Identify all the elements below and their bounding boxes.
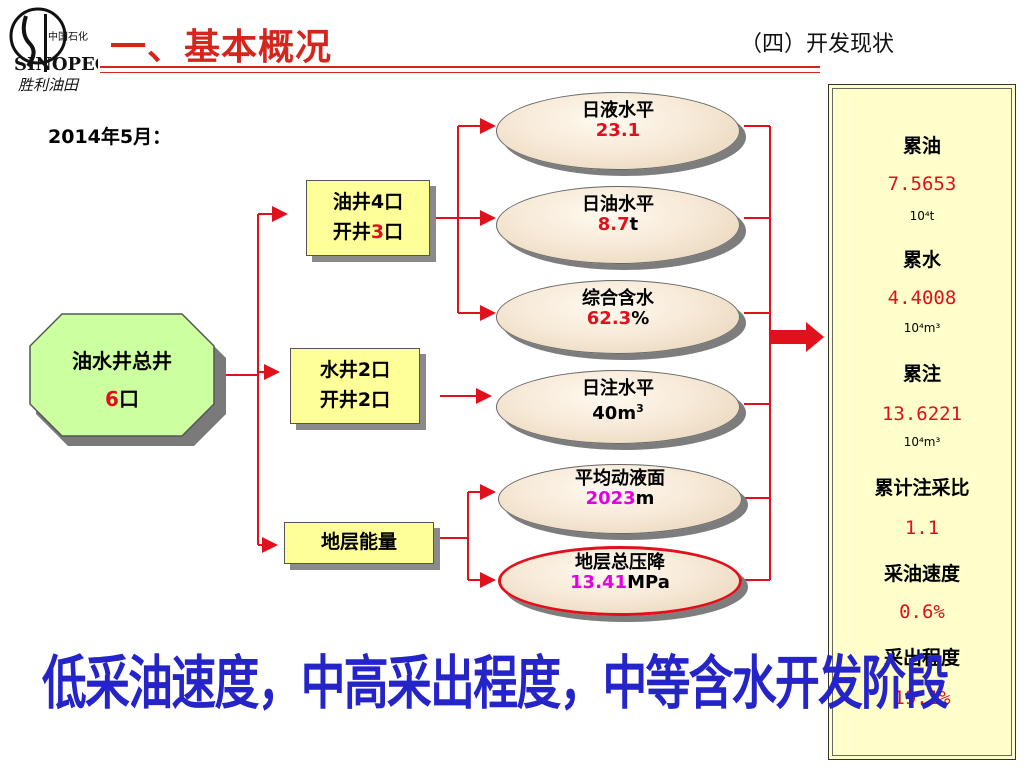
page-title: 一、基本概况 — [110, 26, 333, 68]
daily-liquid-oval: 日液水平 23.1 — [496, 92, 740, 170]
header-divider — [100, 66, 820, 68]
injection-oval: 日注水平 40m3 — [496, 370, 740, 444]
daily-oil-oval: 日油水平 8.7t — [496, 186, 740, 264]
fluid-level-oval: 平均动液面 2023m — [498, 464, 742, 534]
date-label: 2014年5月： — [48, 126, 172, 148]
svg-text:SINOPEC: SINOPEC — [14, 54, 98, 75]
daily-liquid-label: 日液水平 — [582, 100, 654, 121]
pressure-drop-value: 13.41 — [570, 572, 628, 593]
injection-label: 日注水平 — [582, 378, 654, 399]
oil-well-open-prefix: 开井 — [332, 221, 371, 243]
pressure-drop-unit: MPa — [627, 572, 670, 593]
cum-oil-value: 7.5653 — [887, 173, 957, 195]
sinopec-logo: 中国石化 SINOPEC — [6, 4, 109, 94]
daily-oil-unit: t — [629, 214, 639, 235]
pressure-drop-label: 地层总压降 — [575, 552, 665, 573]
cum-oil-unit: 10⁴t — [909, 209, 935, 223]
oil-recovery-speed-label: 采油速度 — [883, 563, 960, 585]
oil-well-box: 油井4口 开井3口 — [306, 180, 430, 256]
total-wells-unit: 口 — [118, 387, 139, 411]
watercut-label: 综合含水 — [582, 288, 654, 309]
injection-sup: 3 — [636, 402, 644, 415]
injection-production-ratio-label: 累计注采比 — [874, 477, 970, 499]
fluid-level-value: 2023 — [585, 488, 636, 509]
conclusion-text: 低采油速度，中高采出程度，中等含水开发阶段 — [42, 649, 949, 717]
water-well-box: 水井2口 开井2口 — [290, 348, 420, 424]
svg-text:中国石化: 中国石化 — [48, 30, 88, 43]
cum-injection-value: 13.6221 — [881, 403, 963, 425]
oil-well-open-suffix: 口 — [384, 221, 404, 243]
total-wells-value: 6 — [105, 387, 119, 411]
summary-panel: 累油 7.5653 10⁴t 累水 4.4008 10⁴m³ 累注 13.622… — [828, 84, 1016, 760]
water-well-open: 开井2口 — [319, 389, 391, 411]
cum-injection-unit: 10⁴m³ — [903, 435, 941, 449]
arrow-to-panel — [770, 322, 824, 352]
daily-oil-label: 日油水平 — [582, 194, 654, 215]
watercut-oval: 综合含水 62.3% — [496, 280, 740, 354]
injection-production-ratio-value: 1.1 — [904, 517, 940, 539]
cum-injection-label: 累注 — [902, 363, 941, 385]
fluid-level-unit: m — [635, 488, 655, 509]
total-wells-node: 油水井总井 6口 — [22, 312, 226, 446]
watercut-value: 62.3 — [586, 308, 632, 329]
logo-subtitle: 胜利油田 — [18, 76, 79, 94]
daily-liquid-value: 23.1 — [595, 120, 641, 141]
oil-recovery-speed-value: 0.6% — [899, 601, 945, 623]
oil-well-count: 油井4口 — [332, 191, 404, 213]
recovery-degree-label: 采出程度 — [883, 647, 960, 669]
header-divider-thin — [100, 72, 820, 73]
cum-water-unit: 10⁴m³ — [903, 321, 941, 335]
watercut-unit: % — [631, 308, 650, 329]
pressure-drop-oval: 地层总压降 13.41MPa — [498, 546, 742, 616]
cum-oil-label: 累油 — [902, 135, 941, 157]
water-well-count: 水井2口 — [319, 359, 391, 381]
cum-water-value: 4.4008 — [887, 287, 957, 309]
oil-well-open-value: 3 — [370, 221, 385, 243]
formation-energy-box: 地层能量 — [284, 522, 434, 564]
total-wells-label: 油水井总井 — [72, 349, 172, 373]
cum-water-label: 累水 — [902, 249, 941, 271]
recovery-degree-value: 19.1% — [893, 687, 951, 709]
fluid-level-label: 平均动液面 — [575, 468, 665, 489]
section-title: （四）开发现状 — [740, 32, 895, 57]
injection-value: 40m — [592, 403, 637, 424]
daily-oil-value: 8.7 — [597, 214, 630, 235]
